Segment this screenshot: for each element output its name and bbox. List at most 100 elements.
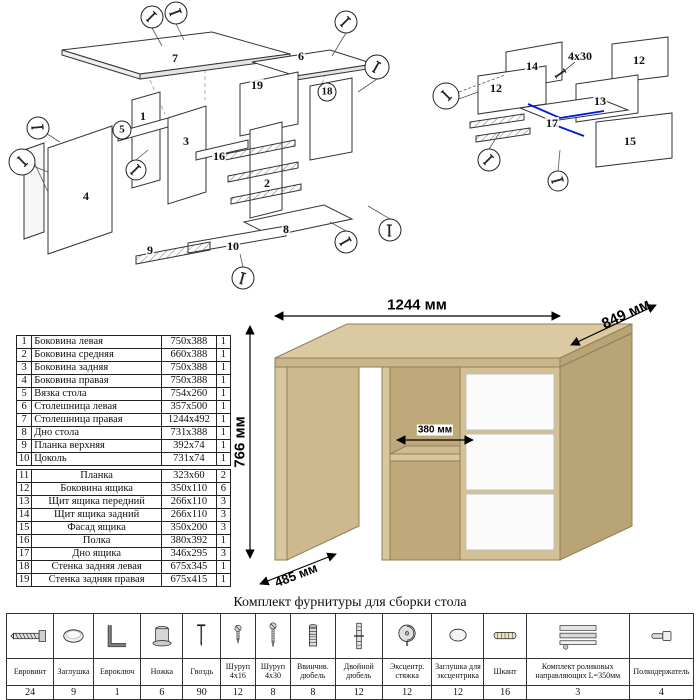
part-qty: 1 bbox=[215, 387, 232, 401]
parts-row: 17 Дно ящика 346x295 3 bbox=[15, 547, 232, 561]
part-number: 16 bbox=[15, 534, 33, 548]
double-dowel-icon bbox=[336, 614, 382, 658]
part-number: 18 bbox=[15, 560, 33, 574]
part-number: 6 bbox=[15, 400, 33, 414]
parts-row: 9 Планка верхняя 392x74 1 bbox=[15, 439, 232, 453]
part-qty: 1 bbox=[215, 439, 232, 453]
parts-row: 15 Фасад ящика 350x200 3 bbox=[15, 521, 232, 535]
hardware-item-shurup-4x16: Шуруп 4x16 12 bbox=[219, 614, 255, 699]
part-number: 14 bbox=[15, 508, 33, 522]
part-size: 754x260 bbox=[161, 387, 217, 401]
screw-4x16-icon bbox=[221, 614, 255, 658]
part-name: Стенка задняя правая bbox=[31, 573, 163, 587]
cam-lock-icon bbox=[383, 614, 432, 658]
hardware-kit-title: Комплект фурнитуры для сборки стола bbox=[233, 595, 467, 610]
part-name: Боковина левая bbox=[31, 335, 163, 349]
part-size: 1244x492 bbox=[161, 413, 217, 427]
part-qty: 1 bbox=[215, 452, 232, 466]
highlight-rail-line bbox=[551, 123, 585, 137]
part-size: 731x388 bbox=[161, 426, 217, 440]
hardware-item-nozhka: Ножка 6 bbox=[140, 614, 183, 699]
parts-row: 7 Столешница правая 1244x492 1 bbox=[15, 413, 232, 427]
euro-screw-icon bbox=[7, 614, 53, 658]
part-number: 15 bbox=[15, 521, 33, 535]
part-number: 8 bbox=[15, 426, 33, 440]
part-qty: 1 bbox=[215, 400, 232, 414]
part-number: 4 bbox=[15, 374, 33, 388]
part-size: 266x110 bbox=[161, 508, 217, 522]
drawer-exploded-view bbox=[432, 36, 673, 192]
part-qty: 1 bbox=[215, 413, 232, 427]
part-name: Полка bbox=[31, 534, 163, 548]
leg-icon bbox=[141, 614, 182, 658]
parts-table-11-19: 11 Планка 323x60 2 12 Боковина ящика 350… bbox=[15, 469, 232, 587]
parts-row: 6 Столешница левая 357x500 1 bbox=[15, 400, 232, 414]
parts-row: 14 Щит ящика задний 266x110 3 bbox=[15, 508, 232, 522]
hardware-item-eurovint: Евровинт 24 bbox=[7, 614, 54, 699]
part-size: 675x415 bbox=[161, 573, 217, 587]
part-number: 10 bbox=[15, 452, 33, 466]
part-name: Дно ящика bbox=[31, 547, 163, 561]
part-size: 357x500 bbox=[161, 400, 217, 414]
cam-cover-icon bbox=[432, 614, 483, 658]
shelf-pin-icon bbox=[630, 614, 693, 658]
part-qty: 1 bbox=[215, 361, 232, 375]
parts-row: 13 Щит ящика передний 266x110 3 bbox=[15, 495, 232, 509]
part-number: 2 bbox=[15, 348, 33, 362]
nail-icon bbox=[183, 614, 219, 658]
part-name: Столешница левая bbox=[31, 400, 163, 414]
insert-dowel-icon bbox=[291, 614, 335, 658]
hardware-item-zaglushka-ekscentrika: Заглушка для эксцентрика 12 bbox=[431, 614, 484, 699]
part-number: 5 bbox=[15, 387, 33, 401]
part-name: Вязка стола bbox=[31, 387, 163, 401]
parts-row: 16 Полка 380x392 1 bbox=[15, 534, 232, 548]
part-qty: 1 bbox=[215, 374, 232, 388]
hex-key-icon bbox=[94, 614, 140, 658]
highlight-groove-line bbox=[527, 103, 605, 119]
part-qty: 1 bbox=[215, 534, 232, 548]
part-qty: 3 bbox=[215, 495, 232, 509]
part-qty: 3 bbox=[215, 521, 232, 535]
parts-row: 4 Боковина правая 750x388 1 bbox=[15, 374, 232, 388]
part-size: 750x388 bbox=[161, 374, 217, 388]
part-qty: 2 bbox=[215, 469, 232, 483]
drawer-slides-icon bbox=[527, 614, 629, 658]
part-size: 750x388 bbox=[161, 335, 217, 349]
parts-row: 5 Вязка стола 754x260 1 bbox=[15, 387, 232, 401]
part-number: 12 bbox=[15, 482, 33, 496]
part-qty: 1 bbox=[215, 335, 232, 349]
part-size: 350x110 bbox=[161, 482, 217, 496]
part-number: 17 bbox=[15, 547, 33, 561]
part-name: Щит ящика передний bbox=[31, 495, 163, 509]
part-number: 13 bbox=[15, 495, 33, 509]
parts-row: 18 Стенка задняя левая 675x345 1 bbox=[15, 560, 232, 574]
part-name: Столешница правая bbox=[31, 413, 163, 427]
part-qty: 6 bbox=[215, 482, 232, 496]
part-number: 1 bbox=[15, 335, 33, 349]
part-number: 3 bbox=[15, 361, 33, 375]
part-number: 11 bbox=[15, 469, 33, 483]
part-qty: 1 bbox=[215, 426, 232, 440]
part-qty: 1 bbox=[215, 560, 232, 574]
parts-row: 3 Боковина задняя 750x388 1 bbox=[15, 361, 232, 375]
dowel-icon bbox=[484, 614, 525, 658]
parts-row: 12 Боковина ящика 350x110 6 bbox=[15, 482, 232, 496]
part-name: Дно стола bbox=[31, 426, 163, 440]
part-name: Боковина ящика bbox=[31, 482, 163, 496]
height-dimension-label: 766 мм bbox=[231, 416, 249, 468]
parts-row: 1 Боковина левая 750x388 1 bbox=[15, 335, 232, 349]
hardware-item-polkoderzhatel: Полкодержатель 4 bbox=[628, 614, 693, 699]
parts-table-1-10: 1 Боковина левая 750x388 1 2 Боковина ср… bbox=[15, 335, 232, 466]
parts-row: 19 Стенка задняя правая 675x415 1 bbox=[15, 573, 232, 587]
part-number: 9 bbox=[15, 439, 33, 453]
dimension-lines bbox=[245, 304, 657, 586]
hardware-item-napravlyayushchie: Комплект роликовых направляющих L=350мм … bbox=[525, 614, 629, 699]
part-number: 7 bbox=[15, 413, 33, 427]
hardware-item-zaglushka: Заглушка 9 bbox=[53, 614, 94, 699]
parts-list: 1 Боковина левая 750x388 1 2 Боковина ср… bbox=[15, 335, 232, 587]
part-number: 19 bbox=[15, 573, 33, 587]
part-size: 350x200 bbox=[161, 521, 217, 535]
desk-render bbox=[274, 323, 633, 561]
shelf-depth-dimension-label: 380 мм bbox=[416, 424, 454, 436]
